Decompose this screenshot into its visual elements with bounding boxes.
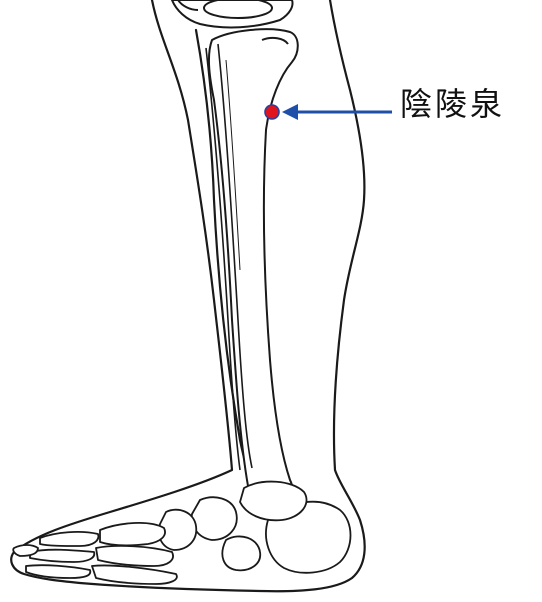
fibula-bone bbox=[205, 43, 253, 471]
tibia-bone bbox=[207, 28, 299, 504]
acupoint-label: 陰陵泉 bbox=[400, 85, 506, 123]
foot-bones bbox=[12, 480, 352, 585]
knee-bones bbox=[171, 0, 294, 29]
acupoint-marker bbox=[264, 104, 280, 120]
pointer-arrow bbox=[282, 104, 392, 120]
